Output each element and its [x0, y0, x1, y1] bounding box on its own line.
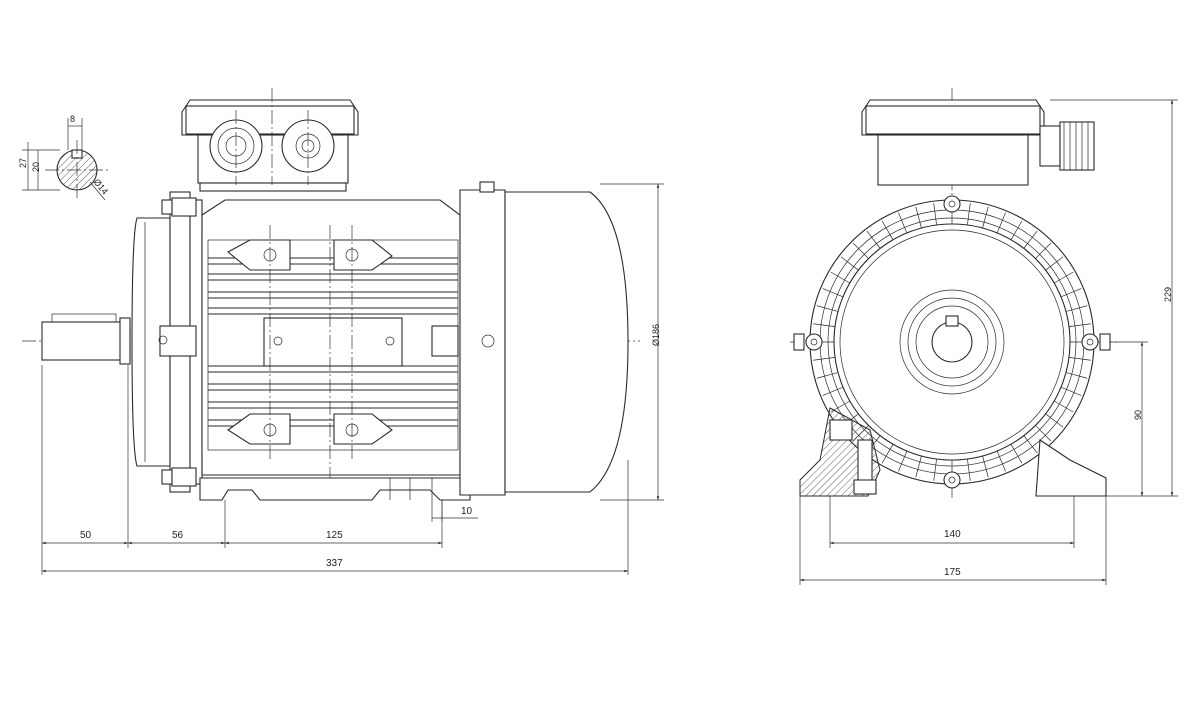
housing-fin [830, 271, 850, 284]
housing-fin [881, 444, 894, 464]
housing-fin [816, 372, 839, 379]
housing-fin [915, 455, 922, 478]
shaft-section-detail: 8 27 20 Ø14 [18, 114, 110, 201]
overall-width-label: 175 [944, 567, 961, 578]
housing-fin [982, 206, 989, 229]
front-end-shield [131, 217, 171, 467]
housing-fin [1023, 230, 1038, 249]
housing-fin [866, 230, 881, 249]
housing-fin [840, 256, 859, 271]
housing-fin [1035, 242, 1052, 259]
shaft-height-27-label: 27 [18, 158, 28, 168]
housing-fin [1010, 220, 1023, 240]
housing-fin [852, 242, 869, 259]
lifting-lugs [227, 239, 393, 445]
housing-fin [1068, 357, 1091, 361]
housing-fin [1023, 435, 1038, 454]
housing-fin [813, 357, 836, 361]
terminal-box-front [861, 99, 1095, 186]
housing-fins [812, 202, 1092, 482]
housing-fin [822, 386, 844, 396]
housing-fin [1060, 288, 1082, 298]
cable-gland-front [1059, 121, 1095, 171]
foot-spacing-front-label: 140 [944, 529, 961, 540]
front-view: 229 90 140 175 [790, 88, 1178, 585]
foot-spacing-side-label: 125 [326, 530, 343, 541]
housing-fin [1060, 386, 1082, 396]
shaft-diameter-label: Ø14 [91, 177, 110, 196]
shaft-height-20-label: 20 [31, 162, 41, 172]
housing-fin [1045, 413, 1064, 428]
housing-fin [915, 206, 922, 229]
housing-fin [1035, 425, 1052, 442]
terminal-box [181, 88, 359, 192]
foot-thickness-label: 10 [461, 506, 473, 517]
housing-fin [1065, 305, 1088, 312]
shaft-length-label: 50 [80, 530, 92, 541]
housing-fin [967, 458, 971, 481]
flange-bolt-top [161, 197, 197, 217]
housing-fin [982, 455, 989, 478]
side-view: 50 56 125 337 10 Ø186 [22, 88, 664, 575]
overall-length-label: 337 [326, 558, 343, 569]
housing-fin [898, 212, 908, 234]
end-shield-front [833, 223, 1071, 461]
housing-fin [1045, 256, 1064, 271]
housing-fin [898, 450, 908, 472]
flange-to-foot-label: 56 [172, 530, 184, 541]
rating-plate [263, 317, 403, 367]
housing-fin [933, 203, 937, 226]
housing-fin [816, 305, 839, 312]
housing-fin [1068, 323, 1091, 327]
housing-fin [881, 220, 894, 240]
housing-fin [996, 450, 1006, 472]
housing-fin [813, 323, 836, 327]
fan-cover [504, 191, 629, 493]
mounting-feet [199, 477, 471, 501]
cooling-fins [208, 257, 458, 427]
housing-diameter-label: Ø186 [651, 324, 661, 346]
keyway-width-label: 8 [70, 114, 75, 124]
housing-fin [1065, 372, 1088, 379]
housing-fin [933, 458, 937, 481]
flange-bolt-bottom [161, 467, 197, 487]
housing-fin [1054, 400, 1074, 413]
motor-shaft [41, 321, 131, 361]
housing-fin [996, 212, 1006, 234]
foot-right [1035, 439, 1107, 497]
shaft-center-height-label: 90 [1133, 410, 1143, 420]
housing-fin [822, 288, 844, 298]
housing-fin [1010, 444, 1023, 464]
overall-height-label: 229 [1163, 287, 1173, 302]
housing-fin [1054, 271, 1074, 284]
housing-fin [967, 203, 971, 226]
